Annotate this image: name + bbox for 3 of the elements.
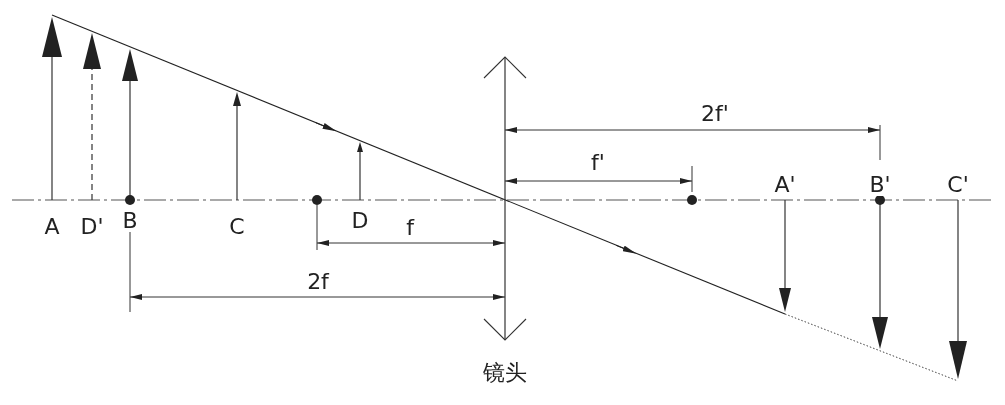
- point-label: B': [868, 174, 892, 196]
- lens-label: 镜头: [482, 362, 528, 384]
- point-label: B: [121, 210, 139, 232]
